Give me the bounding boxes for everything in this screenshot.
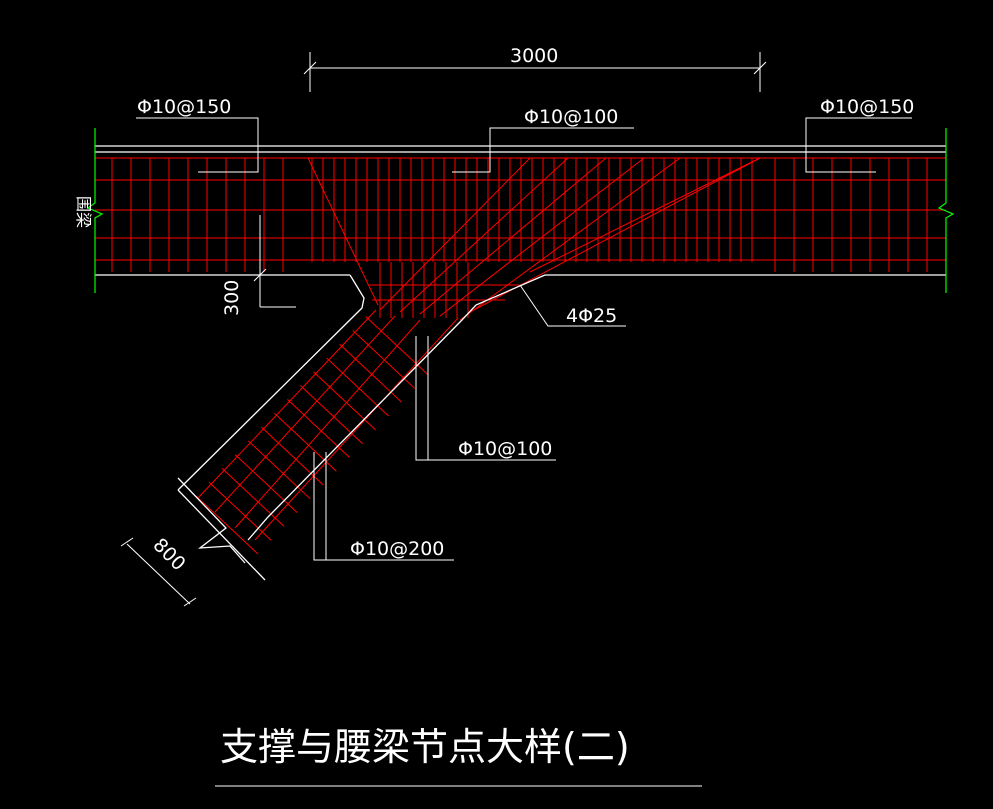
strut-stirrup [234,454,298,513]
joint-diagonal-bar [307,157,379,306]
leader-left-stirrup [136,117,259,173]
strut-stirrup [195,495,259,555]
dim-3000-tick-left [303,61,317,75]
strut-end-section [177,489,266,581]
concrete-outline [95,145,946,581]
leader-joint-stirrup [452,127,634,173]
strut-stirrup [365,316,429,376]
label-left-stirrup: Φ10@150 [137,96,231,118]
drawing-title: 支撑与腰梁节点大样(二) [220,725,630,769]
strut-stirrup [274,412,337,472]
joint-diagonal-bar [459,157,681,321]
dim-300-label: 300 [221,280,243,316]
strut-stirrup [313,371,376,431]
joint-diagonal-bar [439,157,645,317]
dim-300-tick [253,268,267,282]
dim-3000-label: 3000 [510,45,558,67]
strut-stirrup [208,481,272,541]
strut-stirrup [352,330,416,389]
right-break-line [937,128,955,293]
strut-stirrup [247,440,311,500]
joint-diagonal-bar [399,157,569,313]
dim-3000-tick-right [753,61,767,75]
dimension-lines [120,52,767,607]
dim-800-line [126,543,191,605]
strut-rebar [197,309,377,499]
strut-stirrup [300,385,363,444]
left-break-line [86,128,104,293]
dim-800-label: 800 [148,534,189,575]
leader-lines [136,117,912,561]
strut-stirrup [339,343,403,403]
strut-rebar [234,319,421,529]
strut-break-mark [177,477,246,564]
beam-side-label: 围梁 [74,196,93,228]
leader-right-stirrup [805,117,912,173]
leader-strut-stirrup [313,452,454,561]
haunch-right [247,274,546,541]
strut-stirrup [260,426,324,486]
dim-800-tick-a [120,537,134,547]
strut-stirrup [326,357,389,417]
dim-800-tick-b [183,597,197,607]
strut-stirrup [287,399,350,458]
break-lines [86,128,955,293]
label-strut-joint-stirrup: Φ10@100 [458,438,552,460]
label-right-stirrup: Φ10@150 [820,96,914,118]
label-added-bars: 4Φ25 [566,305,617,327]
haunch-left [177,274,365,491]
label-strut-stirrup: Φ10@200 [350,538,444,560]
strut-rebar [214,315,396,513]
rebar-hatching [95,157,946,555]
joint-diagonal-bar [529,157,761,273]
label-joint-stirrup: Φ10@100 [524,106,618,128]
strut-stirrup [221,468,285,527]
leader-strut-joint-stirrup [415,336,556,461]
joint-diagonal-bar [419,157,607,315]
strut-rebar [254,317,459,541]
leader-added-bars [519,284,626,327]
